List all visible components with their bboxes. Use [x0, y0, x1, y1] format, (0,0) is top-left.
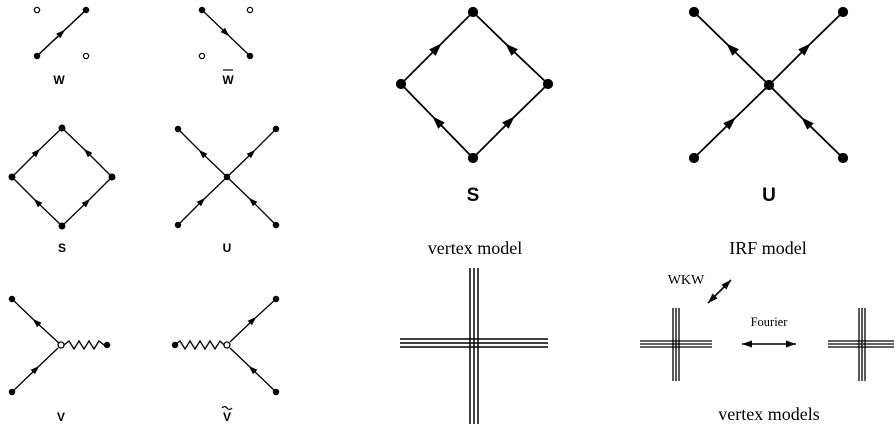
small-v-diagram	[8, 295, 111, 396]
irf-model-label: IRF model	[729, 238, 807, 258]
small-w-label: W	[53, 73, 65, 87]
small-v-label: V	[57, 410, 65, 424]
small-w-bar-diagram	[198, 6, 254, 60]
large-s-diagram	[395, 6, 554, 164]
vertex-models-label: vertex models	[718, 404, 819, 424]
small-v-tilde-label: V	[223, 410, 231, 424]
vertex-model-label: vertex model	[428, 238, 522, 258]
wkw-label: WKW	[668, 273, 705, 288]
large-s-label: S	[467, 185, 480, 206]
small-s-diagram	[8, 124, 116, 230]
small-u-diagram	[174, 125, 280, 229]
wkw-double-arrow	[707, 279, 732, 304]
vertex-model-cross	[400, 268, 548, 424]
small-v-wavy-line	[63, 339, 107, 351]
small-v-tilde-diagram	[171, 295, 280, 396]
small-w-diagram	[33, 6, 90, 60]
small-v-tilde-wavy-line	[174, 339, 225, 351]
v-tilde-accent	[221, 405, 233, 411]
vertex-model-cross-right	[828, 308, 894, 381]
small-w-bar-label: W	[222, 73, 234, 87]
large-u-diagram	[688, 6, 849, 164]
small-u-label: U	[223, 241, 232, 255]
small-s-label: S	[58, 241, 66, 255]
fourier-label: Fourier	[751, 315, 789, 329]
large-u-label: U	[762, 185, 776, 206]
vertex-model-cross-left	[640, 308, 712, 381]
